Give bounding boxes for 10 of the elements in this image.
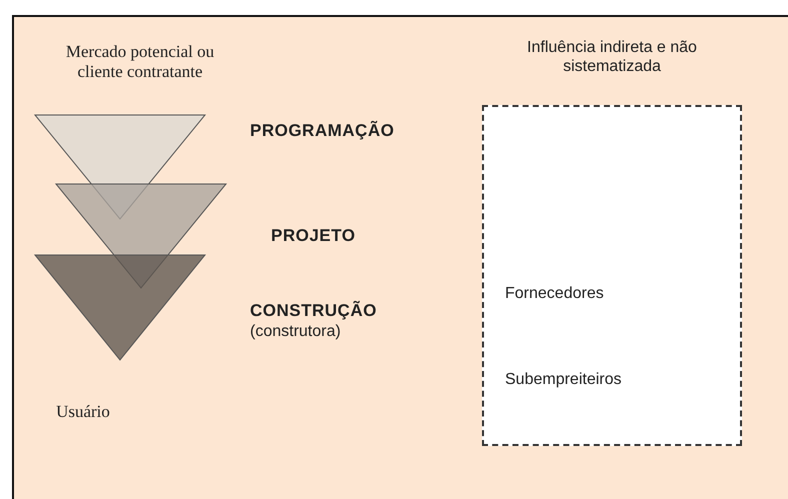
item-label: Subempreiteiros [505, 371, 622, 389]
group-heading: Influência indireta e não sistematizada [526, 38, 698, 76]
inverted-triangle [34, 254, 206, 361]
item-label: Fornecedores [505, 285, 604, 303]
stage-label: CONSTRUÇÃO [250, 301, 377, 321]
stage-label: PROGRAMAÇÃO [250, 121, 394, 141]
caption-text: Usuário [55, 402, 111, 422]
stage-note: (construtora) [250, 323, 341, 341]
caption-text: Mercado potencial ou cliente contratante [64, 42, 216, 82]
stage-label: PROJETO [271, 226, 356, 246]
